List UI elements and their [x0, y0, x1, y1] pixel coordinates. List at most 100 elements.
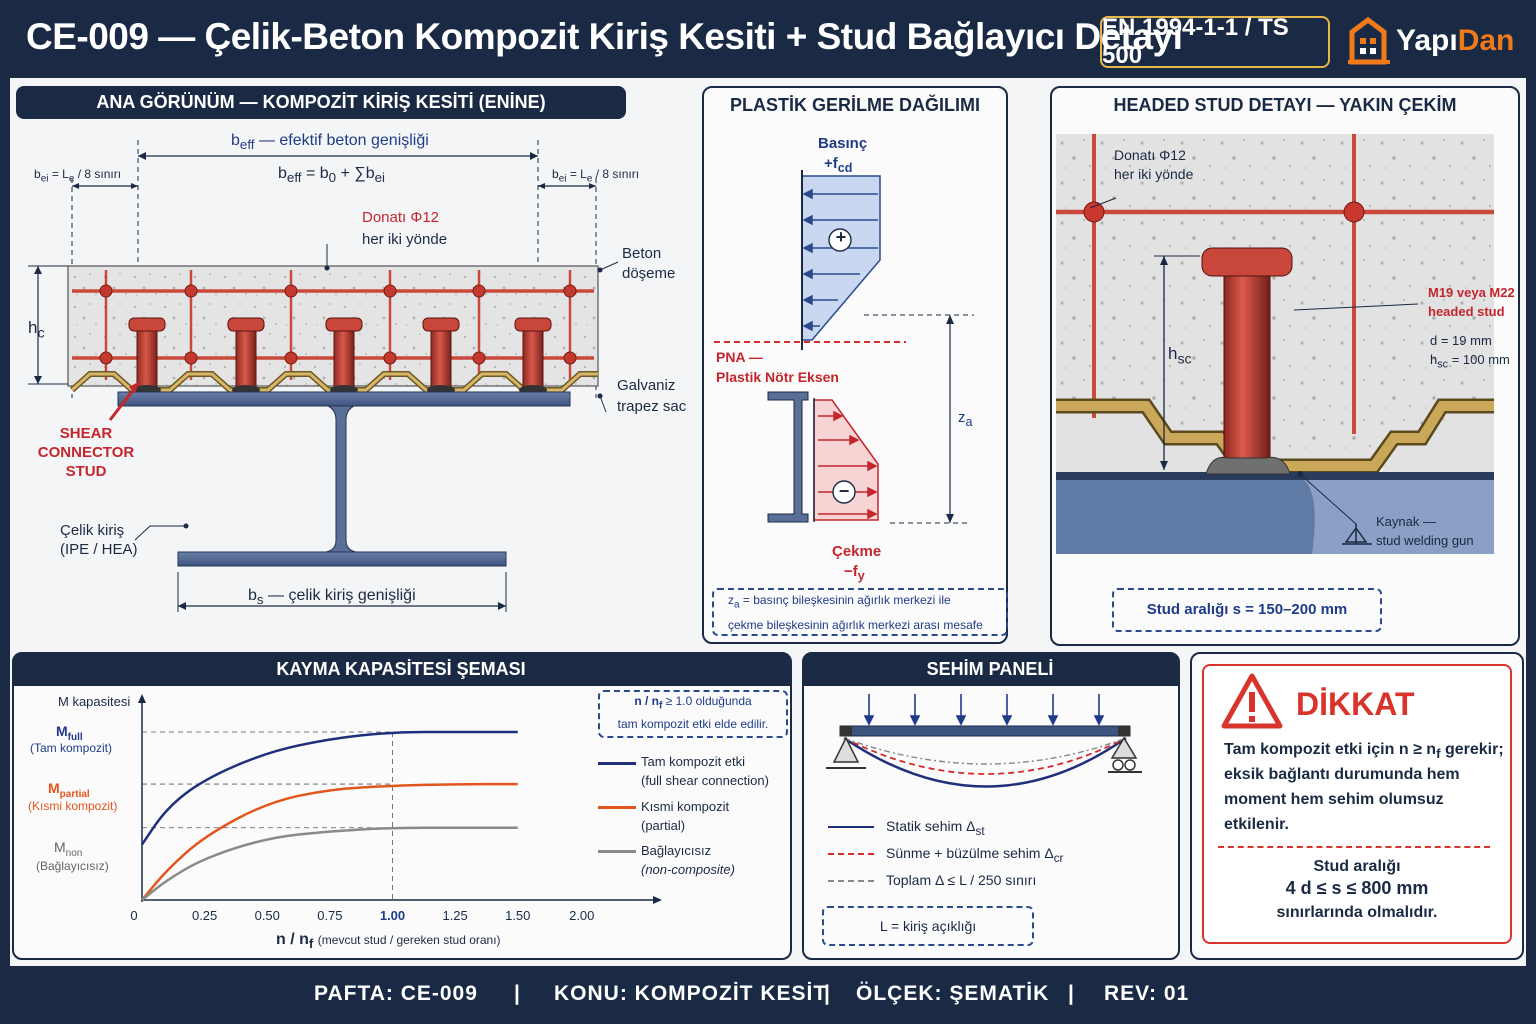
- bei-right-b: b: [552, 167, 559, 181]
- deck-label-2: trapez sac: [617, 398, 687, 415]
- m-full-label: Mfull: [56, 722, 83, 747]
- stud-type-label: M19 veya M22: [1428, 285, 1515, 300]
- legend-swatch-full: [598, 762, 636, 765]
- stud-detail-title: HEADED STUD DETAYI — YAKIN ÇEKİM: [1113, 95, 1457, 115]
- x-tick-label: 1.50: [505, 908, 530, 923]
- tension-sub: y: [857, 569, 865, 583]
- tension-val: −f: [844, 563, 858, 580]
- m-non-label: Mnon: [54, 838, 82, 863]
- stud-spacing-note: Stud aralığı s = 150–200 mm: [1112, 588, 1382, 632]
- za-z: z: [958, 409, 966, 426]
- legend-label-non-2: (non-composite): [641, 862, 735, 877]
- bei-right-rest: = L: [569, 167, 587, 181]
- deflection-legend-creep-text: Sünme + büzülme sehim Δ: [886, 845, 1054, 861]
- logo-text: YapıDan: [1396, 24, 1514, 58]
- za-note-z: z: [728, 593, 734, 607]
- bei-right-sub: ei: [558, 173, 567, 185]
- hc-label: hc: [28, 318, 45, 343]
- za-note-sub: a: [734, 599, 740, 611]
- logo-text-b: Dan: [1457, 24, 1515, 57]
- za-note-line-2: çekme bileşkesinin ağırlık merkezi arası…: [728, 618, 983, 633]
- formula-sub: eff: [286, 170, 302, 186]
- pna-label: PNA —: [716, 349, 763, 365]
- series-line-non: [141, 826, 518, 901]
- za-label: za: [958, 408, 972, 432]
- series-line-partial: [141, 782, 518, 901]
- x-tick-label: 0.25: [192, 908, 217, 923]
- footer-sep-3: |: [1068, 982, 1075, 1005]
- compression-label: Basınç: [818, 135, 868, 152]
- hsc-sub: sc: [1177, 351, 1192, 368]
- x-tick-label: 1.00: [380, 908, 405, 923]
- full-composite-note: n / nf ≥ 1.0 olduğunda tam kompozit etki…: [598, 690, 788, 738]
- beam-label: Çelik kiriş: [60, 522, 125, 539]
- building-logo-icon: [1348, 16, 1390, 65]
- bei-left-b: b: [34, 167, 41, 181]
- m-non-desc: (Bağlayıcısız): [36, 859, 109, 873]
- header-bar: CE-009 — Çelik-Beton Kompozit Kiriş Kesi…: [0, 0, 1536, 78]
- deflection-title: SEHİM PANELİ: [802, 652, 1178, 686]
- beff-text: — efektif beton genişliği: [258, 132, 429, 149]
- footer-sep-1: |: [514, 982, 521, 1005]
- formula-end: + ∑b: [340, 165, 375, 182]
- bei-left-end: / 8 sınırı: [77, 167, 122, 181]
- legend-label-partial-2: (partial): [641, 818, 686, 833]
- formula-sub3: ei: [374, 170, 385, 186]
- footer-bar: PAFTA: CE-009 | KONU: KOMPOZİT KESİT | Ö…: [0, 966, 1536, 1024]
- note-sub: f: [658, 700, 663, 712]
- x-tick-label: 2.00: [569, 908, 594, 923]
- footer-pafta: PAFTA: CE-009: [314, 982, 478, 1005]
- bei-left-label: bei = Le / 8 sınırı: [34, 165, 121, 188]
- deflection-legend-creep-sub: cr: [1053, 851, 1064, 865]
- minus-sign: −: [838, 481, 850, 501]
- stud-label-3: STUD: [65, 463, 107, 480]
- legend-swatch-non: [598, 850, 636, 853]
- deflection-legend-creep: Sünme + büzülme sehim Δcr: [886, 844, 1063, 868]
- warning-text-2: eksik bağlantı durumunda hem: [1224, 766, 1460, 783]
- stud-rebar-label: Donatı Φ12: [1114, 147, 1186, 163]
- x-tick-label: 0.50: [255, 908, 280, 923]
- span-note: L = kiriş açıklığı: [822, 906, 1034, 946]
- deflection-swatch-static: [828, 826, 874, 828]
- legend-label-non: Bağlayıcısız: [641, 843, 712, 858]
- tension-label: Çekme: [832, 543, 882, 560]
- stud-rebar-sub: her iki yönde: [1114, 166, 1194, 182]
- m-partial-m: M: [48, 780, 60, 796]
- note-a: n / n: [634, 694, 659, 708]
- x-tick-label: 0.75: [317, 908, 342, 923]
- formula-a: b: [278, 165, 287, 182]
- warning-text-4: etkilenir.: [1224, 816, 1289, 833]
- x-title-a: n / n: [276, 931, 309, 948]
- beff-b: b: [231, 132, 240, 149]
- m-full-m: M: [56, 723, 68, 739]
- weld-label-2: stud welding gun: [1376, 533, 1474, 548]
- company-logo: YapıDan: [1346, 10, 1526, 70]
- x-axis-title: n / nf (mevcut stud / gereken stud oranı…: [276, 930, 501, 953]
- beff-formula: beff = b0 + ∑bei: [278, 164, 385, 187]
- comp-sub: cd: [837, 161, 853, 175]
- comp-val: +f: [824, 155, 838, 172]
- stud-label-1: SHEAR: [59, 425, 113, 442]
- za-note: za = basınç bileşkesinin ağırlık merkezi…: [712, 588, 1008, 636]
- bei-right-sub2: e: [586, 173, 593, 185]
- bei-right-end: / 8 sınırı: [595, 167, 640, 181]
- tension-value: −fy: [844, 562, 865, 586]
- bs-label: bs — çelik kiriş genişliği: [248, 586, 416, 609]
- x-tick-label: 0: [130, 908, 137, 923]
- deflection-legend-static-sub: st: [975, 824, 985, 838]
- x-title-sub: f: [308, 936, 314, 952]
- legend-label-full-2: (full shear connection): [641, 773, 769, 788]
- headed-stud-drawing: [1056, 134, 1494, 554]
- m-full-desc: (Tam kompozit): [30, 741, 113, 755]
- bs-b: b: [248, 587, 257, 604]
- hc-h: h: [28, 318, 38, 337]
- formula-rest: = b: [305, 165, 329, 182]
- rebar-label: Donatı Φ12: [362, 209, 440, 226]
- bs-rest: — çelik kiriş genişliği: [268, 587, 416, 604]
- m-full-sub: full: [67, 731, 83, 743]
- za-note-text-1: = basınç bileşkesinin ağırlık merkezi il…: [742, 593, 951, 607]
- formula-sub2: 0: [328, 170, 337, 186]
- stud-height: hsc = 100 mm: [1430, 350, 1510, 375]
- footer-olcek: ÖLÇEK: ŞEMATİK: [856, 982, 1050, 1005]
- bei-left-rest: = L: [51, 167, 69, 181]
